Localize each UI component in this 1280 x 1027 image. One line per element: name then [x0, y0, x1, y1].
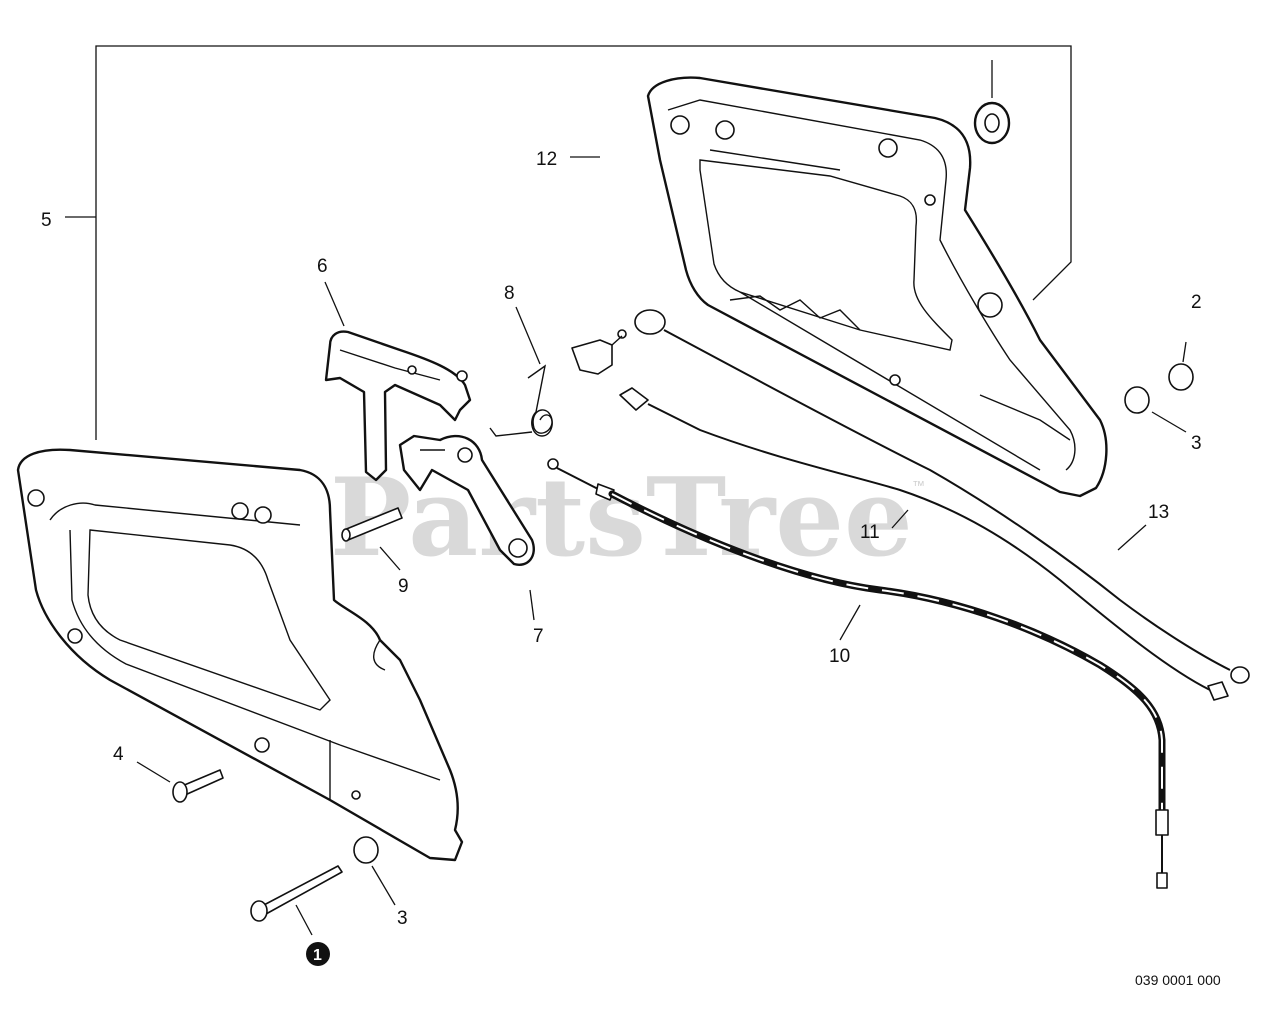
callout-13: 13: [1148, 502, 1169, 523]
part-7-lever[interactable]: [398, 434, 535, 566]
part-1-long-screw[interactable]: [250, 865, 343, 922]
callout-1-badge: 1: [306, 942, 330, 966]
callout-5: 5: [41, 210, 52, 231]
part-3-plug-left[interactable]: [353, 836, 379, 864]
part-9-pin[interactable]: [341, 507, 403, 542]
part-10-throttle-cable[interactable]: [547, 458, 1169, 889]
callout-10: 10: [829, 646, 850, 667]
callout-4: 4: [113, 744, 124, 765]
part-11-cable[interactable]: [619, 387, 1229, 701]
part-4-screw[interactable]: [172, 769, 224, 803]
callout-8: 8: [504, 283, 515, 304]
part-grommet-top[interactable]: [973, 60, 1011, 145]
part-5-left-handle-half[interactable]: [16, 448, 464, 862]
callout-6: 6: [317, 256, 328, 277]
part-8-spring[interactable]: [489, 364, 553, 437]
part-6-trigger[interactable]: [324, 330, 472, 482]
callout-1: 1: [313, 947, 322, 964]
part-13-cable[interactable]: [634, 309, 1250, 684]
callout-3-left: 3: [397, 908, 408, 929]
callout-11: 11: [860, 522, 880, 543]
part-connector-plug[interactable]: [571, 329, 627, 375]
diagram-code: 039 0001 000: [1135, 972, 1221, 988]
callout-9: 9: [398, 576, 409, 597]
part-2-plug[interactable]: [1168, 363, 1194, 391]
callout-7: 7: [533, 626, 544, 647]
callout-12: 12: [536, 149, 557, 170]
part-12-right-handle-half[interactable]: [646, 76, 1108, 498]
callout-2: 2: [1191, 292, 1202, 313]
callout-3-right: 3: [1191, 433, 1202, 454]
assembly-bracket: [65, 45, 1072, 440]
watermark-trademark: ™: [912, 478, 925, 493]
part-3-plug-right[interactable]: [1124, 386, 1150, 414]
